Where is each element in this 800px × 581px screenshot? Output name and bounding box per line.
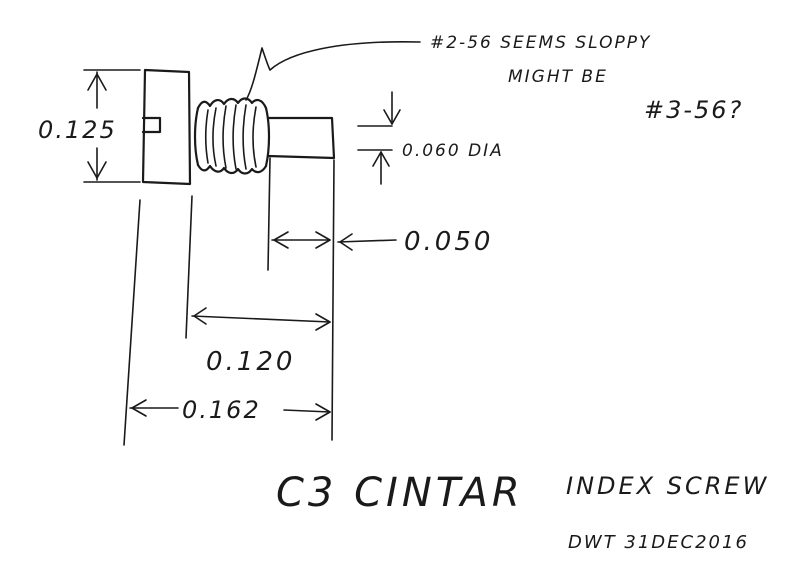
extension-lines <box>123 157 335 446</box>
signature: DWT 31DEC2016 <box>568 532 749 553</box>
pin <box>266 116 336 160</box>
dim-pin-diameter-label: 0.060 DIA <box>402 141 504 161</box>
dim-shaft-length-label: 0.120 <box>206 347 295 377</box>
pin-diameter-dimension <box>357 91 401 185</box>
note-line-2: MIGHT BE <box>508 67 608 87</box>
shaft-length-dimension <box>191 307 331 331</box>
screw-head <box>141 68 192 186</box>
note-line-1: #2-56 SEEMS SLOPPY <box>430 33 651 53</box>
title-name: C3 CINTAR <box>276 470 524 516</box>
threaded-shank <box>193 97 271 175</box>
dim-pin-length-label: 0.050 <box>404 227 493 257</box>
note-line-3: #3-56? <box>644 96 743 124</box>
dim-height-label: 0.125 <box>38 116 117 144</box>
overall-length-dimension <box>129 399 331 421</box>
pin-length-dimension <box>271 231 397 251</box>
dim-overall-length-label: 0.162 <box>182 396 261 424</box>
height-dimension <box>83 69 141 183</box>
leader-line <box>245 40 421 101</box>
title-part: INDEX SCREW <box>566 472 769 500</box>
